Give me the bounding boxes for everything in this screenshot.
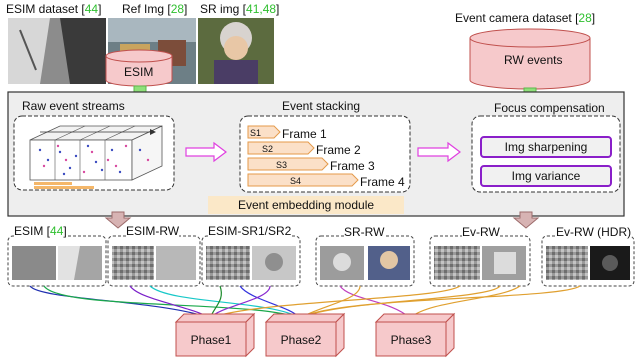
- ref-img-label: Ref Img [28]: [122, 2, 188, 16]
- esim-cylinder: [105, 49, 173, 87]
- stack-tag-s4: S4: [290, 176, 302, 186]
- stacking-frame: [239, 115, 411, 193]
- esim-branch-down-arrow: [104, 211, 132, 229]
- phase-2-label: Phase2: [280, 333, 322, 347]
- frame-2-label: Frame 2: [316, 143, 361, 157]
- frame-3-label: Frame 3: [330, 159, 375, 173]
- esim-dataset-image: [8, 18, 106, 84]
- esim-cylinder-label: ESIM: [124, 65, 154, 79]
- stack-tag-s2: S2: [262, 144, 274, 154]
- img-variance-box: Img variance: [480, 165, 612, 187]
- rw-events-label: RW events: [504, 53, 563, 67]
- raw-event-cubes: [29, 125, 163, 189]
- esim-sr-label: ESIM-SR1/SR2: [208, 224, 292, 238]
- ev-rw-hdr-label: Ev-RW (HDR): [556, 225, 632, 239]
- event-embedding-module-title: Event embedding module: [208, 196, 404, 214]
- img-sharpening-box: Img sharpening: [480, 136, 612, 158]
- sr-img-label: SR img [41,48]: [200, 2, 280, 16]
- phase-3-label: Phase3: [390, 333, 432, 347]
- stacking-bars: [247, 125, 359, 187]
- esim-thumbs: [12, 246, 102, 280]
- stacking-to-focus-arrow: [417, 141, 461, 163]
- rw-events-cylinder: [469, 28, 591, 90]
- focus-compensation-title: Focus compensation: [494, 101, 605, 115]
- raw-event-streams-title: Raw event streams: [22, 99, 125, 113]
- ev-rw-label: Ev-RW: [462, 225, 500, 239]
- ev-rw-thumbs: [434, 246, 526, 280]
- stack-tag-s1: S1: [250, 128, 262, 138]
- phase-boxes: [174, 312, 456, 358]
- sr-rw-label: SR-RW: [344, 225, 385, 239]
- event-stacking-title: Event stacking: [282, 99, 361, 113]
- sr-rw-thumbs: [320, 246, 410, 280]
- rw-branch-down-arrow: [512, 211, 540, 229]
- sr-image: [198, 18, 274, 84]
- esim-sr-thumbs: [206, 246, 296, 280]
- ev-rw-hdr-thumbs: [546, 246, 630, 280]
- phase-connector-lines: [29, 285, 581, 319]
- esim-dataset-label: ESIM dataset [44]: [6, 2, 102, 16]
- event-camera-dataset-label: Event camera dataset [28]: [455, 11, 596, 25]
- frame-1-label: Frame 1: [282, 127, 327, 141]
- esim-rw-thumbs: [112, 246, 196, 280]
- esim-rw-label: ESIM-RW: [126, 224, 180, 238]
- stack-tag-s3: S3: [276, 160, 288, 170]
- raw-to-stacking-arrow: [185, 141, 227, 163]
- phase-1-label: Phase1: [190, 333, 232, 347]
- frame-4-label: Frame 4: [360, 175, 405, 189]
- esim-label: ESIM [44]: [14, 224, 67, 238]
